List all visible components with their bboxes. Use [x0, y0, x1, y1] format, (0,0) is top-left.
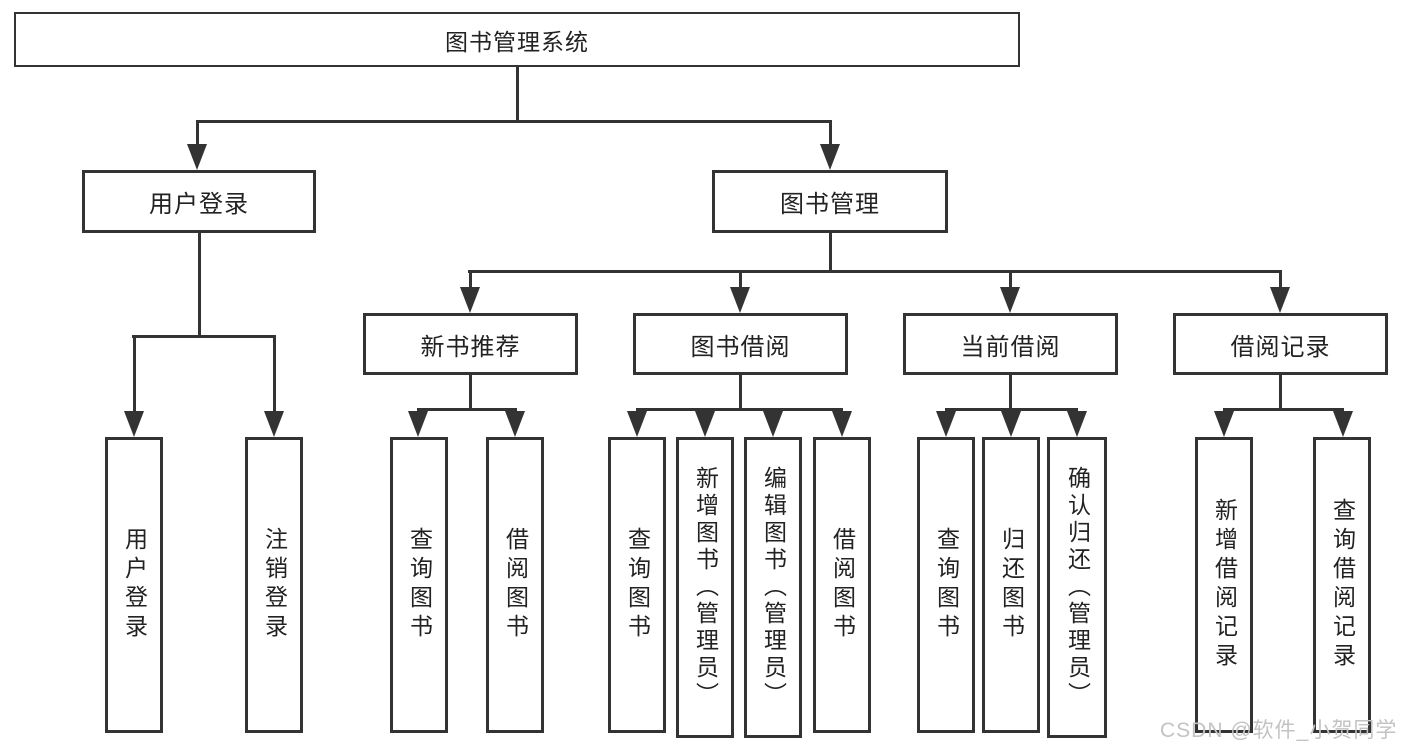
- arrow-down-icon: [627, 411, 647, 437]
- arrow-down-icon: [936, 411, 956, 437]
- connector-line: [1279, 270, 1282, 289]
- leaf-query-books-1: 查询图书: [390, 437, 448, 733]
- node-book-borrowing: 图书借阅: [633, 313, 848, 375]
- connector-line: [739, 375, 742, 408]
- connector-line: [1223, 408, 1344, 411]
- connector-line: [1279, 375, 1282, 408]
- node-borrowing-records: 借阅记录: [1173, 313, 1388, 375]
- connector-line: [1009, 375, 1012, 408]
- connector-line: [636, 408, 843, 411]
- node-user-login-branch: 用户登录: [82, 170, 316, 233]
- arrow-down-icon: [695, 411, 715, 437]
- connector-line: [739, 270, 742, 289]
- leaf-query-books-3: 查询图书: [917, 437, 975, 733]
- connector-line: [829, 233, 832, 271]
- connector-line: [829, 120, 832, 147]
- arrow-down-icon: [460, 287, 480, 313]
- connector-line: [469, 375, 472, 408]
- arrow-down-icon: [505, 411, 525, 437]
- arrow-down-icon: [1333, 411, 1353, 437]
- connector-line: [273, 335, 276, 413]
- leaf-add-borrow-record: 新增借阅记录: [1195, 437, 1253, 733]
- leaf-borrow-books-1: 借阅图书: [486, 437, 544, 733]
- arrow-down-icon: [187, 144, 207, 170]
- arrow-down-icon: [763, 411, 783, 437]
- arrow-down-icon: [1000, 287, 1020, 313]
- arrow-down-icon: [1270, 287, 1290, 313]
- leaf-edit-book-admin: 编辑图书（管理员）: [744, 437, 802, 738]
- leaf-confirm-return-admin: 确认归还（管理员）: [1047, 437, 1107, 738]
- connector-line: [198, 233, 201, 335]
- connector-line: [133, 335, 136, 413]
- connector-line: [1009, 270, 1012, 289]
- arrow-down-icon: [1001, 411, 1021, 437]
- leaf-logout: 注销登录: [245, 437, 303, 733]
- connector-line: [516, 67, 519, 120]
- arrow-down-icon: [820, 144, 840, 170]
- node-library-system: 图书管理系统: [14, 12, 1020, 67]
- arrow-down-icon: [264, 411, 284, 437]
- connector-line: [469, 270, 472, 289]
- arrow-down-icon: [832, 411, 852, 437]
- arrow-down-icon: [124, 411, 144, 437]
- connector-line: [945, 408, 1078, 411]
- connector-line: [468, 270, 1281, 273]
- node-book-management: 图书管理: [712, 170, 948, 233]
- leaf-query-books-2: 查询图书: [608, 437, 666, 733]
- arrow-down-icon: [730, 287, 750, 313]
- connector-line: [196, 120, 199, 147]
- leaf-query-borrow-record: 查询借阅记录: [1313, 437, 1371, 733]
- arrow-down-icon: [1214, 411, 1234, 437]
- arrow-down-icon: [1067, 411, 1087, 437]
- leaf-add-book-admin: 新增图书（管理员）: [676, 437, 734, 738]
- node-current-borrowing: 当前借阅: [903, 313, 1118, 375]
- leaf-user-login: 用户登录: [105, 437, 163, 733]
- leaf-borrow-books-2: 借阅图书: [813, 437, 871, 733]
- node-new-book-recommend: 新书推荐: [363, 313, 578, 375]
- connector-line: [417, 408, 517, 411]
- arrow-down-icon: [408, 411, 428, 437]
- connector-line: [132, 335, 275, 338]
- leaf-return-books: 归还图书: [982, 437, 1040, 733]
- connector-line: [196, 120, 831, 123]
- watermark: CSDN @软件_小贺同学: [1160, 719, 1398, 742]
